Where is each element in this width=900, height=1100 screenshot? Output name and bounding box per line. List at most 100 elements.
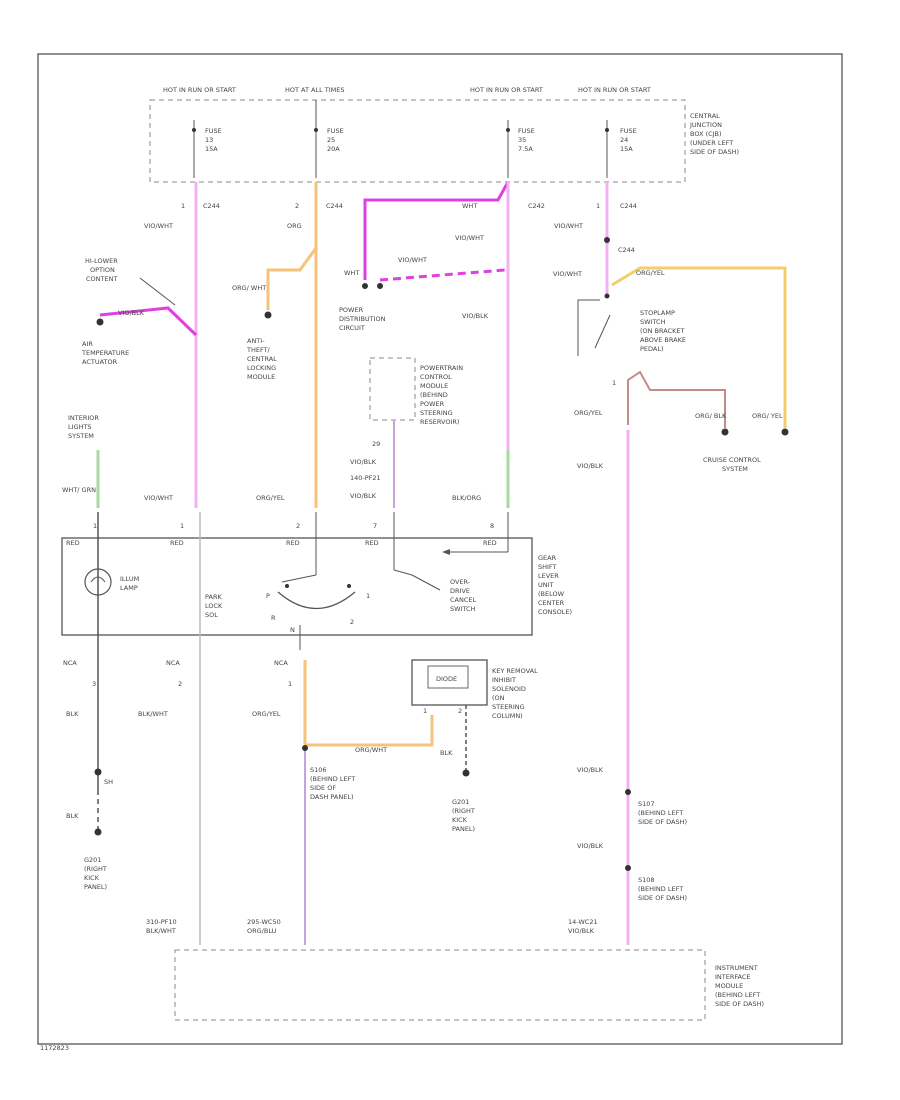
svg-text:15A: 15A [205,145,218,153]
svg-text:1: 1 [596,202,600,210]
key-removal-4: (ON [492,694,505,702]
svg-text:FUSE: FUSE [518,127,535,135]
gear-shift-6: CENTER [538,599,565,607]
svg-text:3: 3 [92,680,96,688]
svg-text:RED: RED [286,539,300,547]
svg-text:BLK: BLK [66,710,79,718]
s106-2: (BEHIND LEFT [310,775,355,783]
s106-3: SIDE OF [310,784,336,792]
svg-text:BLK/WHT: BLK/WHT [138,710,168,718]
svg-text:HOT IN RUN OR START: HOT IN RUN OR START [470,86,543,94]
cruise-2: SYSTEM [722,465,748,473]
svg-text:VIO/BLK: VIO/BLK [350,458,377,466]
pcm-4: (BEHIND [420,391,448,399]
stoplamp-5: PEDAL) [640,345,664,353]
svg-text:1: 1 [180,522,184,530]
svg-text:2: 2 [295,202,299,210]
svg-text:RED: RED [66,539,80,547]
fuse-4: HOT IN RUN OR START FUSE 24 15A [578,86,651,178]
svg-text:NCA: NCA [63,659,77,667]
svg-text:N: N [290,626,295,634]
svg-text:ORG/ YEL: ORG/ YEL [752,412,783,420]
gear-shift-2: SHIFT [538,563,557,571]
ipc-5: SIDE OF DASH) [715,1000,764,1008]
park-lock-3: SOL [205,611,218,619]
svg-text:ORG/ BLK: ORG/ BLK [695,412,727,420]
svg-text:ORG: ORG [287,222,302,230]
svg-text:FUSE: FUSE [620,127,637,135]
g201a-1: G201 [84,856,101,864]
hi-lower-label-3: CONTENT [86,275,117,283]
svg-text:20A: 20A [327,145,340,153]
interior-1: INTERIOR [68,414,99,422]
cruise-1: CRUISE CONTROL [703,456,761,464]
svg-text:VIO/WHT: VIO/WHT [398,256,427,264]
svg-text:ORG/WHT: ORG/WHT [355,746,387,754]
key-removal-5: STEERING [492,703,525,711]
fuse-3: HOT IN RUN OR START FUSE 35 7.5A [470,86,543,178]
svg-text:NCA: NCA [274,659,288,667]
svg-text:24: 24 [620,136,628,144]
svg-text:35: 35 [518,136,526,144]
gear-shift-4: UNIT [538,581,554,589]
svg-text:1: 1 [366,592,370,600]
overdrive-4: SWITCH [450,605,476,613]
stoplamp-2: SWITCH [640,318,666,326]
ipc-a-2: BLK/WHT [146,927,176,935]
key-removal-box [411,659,488,706]
svg-text:WHT: WHT [344,269,359,277]
cjb-label-4: (UNDER LEFT [690,139,733,147]
key-removal-2: INHIBIT [492,676,516,684]
svg-text:FUSE: FUSE [327,127,344,135]
cjb-label-2: JUNCTION [689,121,722,129]
wire-org [266,182,318,310]
svg-text:ORG/YEL: ORG/YEL [574,409,603,417]
ipc-c-1: 14-WC21 [568,918,598,926]
svg-text:DIODE: DIODE [436,675,457,683]
s107-2: (BEHIND LEFT [638,809,683,817]
svg-text:SH: SH [104,778,113,786]
svg-text:P: P [266,592,270,600]
wire-vio-blk-hilower [99,306,198,337]
wire-org-blk [627,370,726,428]
svg-text:VIO/WHT: VIO/WHT [553,270,582,278]
svg-text:NCA: NCA [166,659,180,667]
svg-text:VIO/BLK: VIO/BLK [577,462,604,470]
ipc-box [174,949,706,1021]
cjb-label-3: BOX (CJB) [690,130,722,138]
g201b-4: PANEL) [452,825,475,833]
g201b-2: (RIGHT [452,807,475,815]
svg-text:FUSE: FUSE [205,127,222,135]
s106-1: S106 [310,766,327,774]
gear-shift-box [61,537,533,636]
svg-text:VIO/BLK: VIO/BLK [577,842,604,850]
svg-text:25: 25 [327,136,335,144]
svg-text:2: 2 [458,707,462,715]
wire-org-yel-cruise [611,266,787,428]
svg-text:1: 1 [288,680,292,688]
ipc-c-2: VIO/BLK [568,927,595,935]
svg-text:C244: C244 [326,202,343,210]
gear-shift-3: LEVER [538,572,559,580]
svg-text:VIO/BLK: VIO/BLK [118,309,145,317]
svg-text:C244: C244 [203,202,220,210]
svg-text:1: 1 [181,202,185,210]
svg-text:VIO/BLK: VIO/BLK [350,492,377,500]
svg-text:RED: RED [170,539,184,547]
svg-text:VIO/WHT: VIO/WHT [554,222,583,230]
svg-text:7.5A: 7.5A [518,145,533,153]
ipc-b-2: ORG/BLU [247,927,277,935]
svg-text:VIO/WHT: VIO/WHT [144,494,173,502]
cjb-label-5: SIDE OF DASH) [690,148,739,156]
svg-text:BLK: BLK [440,749,453,757]
s108-2: (BEHIND LEFT [638,885,683,893]
g201a-2: (RIGHT [84,865,107,873]
cjb-label-1: CENTRAL [690,112,720,120]
overdrive-3: CANCEL [450,596,476,604]
power-dist-2: DISTRIBUTION [339,315,386,323]
svg-text:HOT IN RUN OR START: HOT IN RUN OR START [163,86,236,94]
svg-text:2: 2 [296,522,300,530]
pcm-box [369,357,416,421]
pcm-5: POWER [420,400,445,408]
